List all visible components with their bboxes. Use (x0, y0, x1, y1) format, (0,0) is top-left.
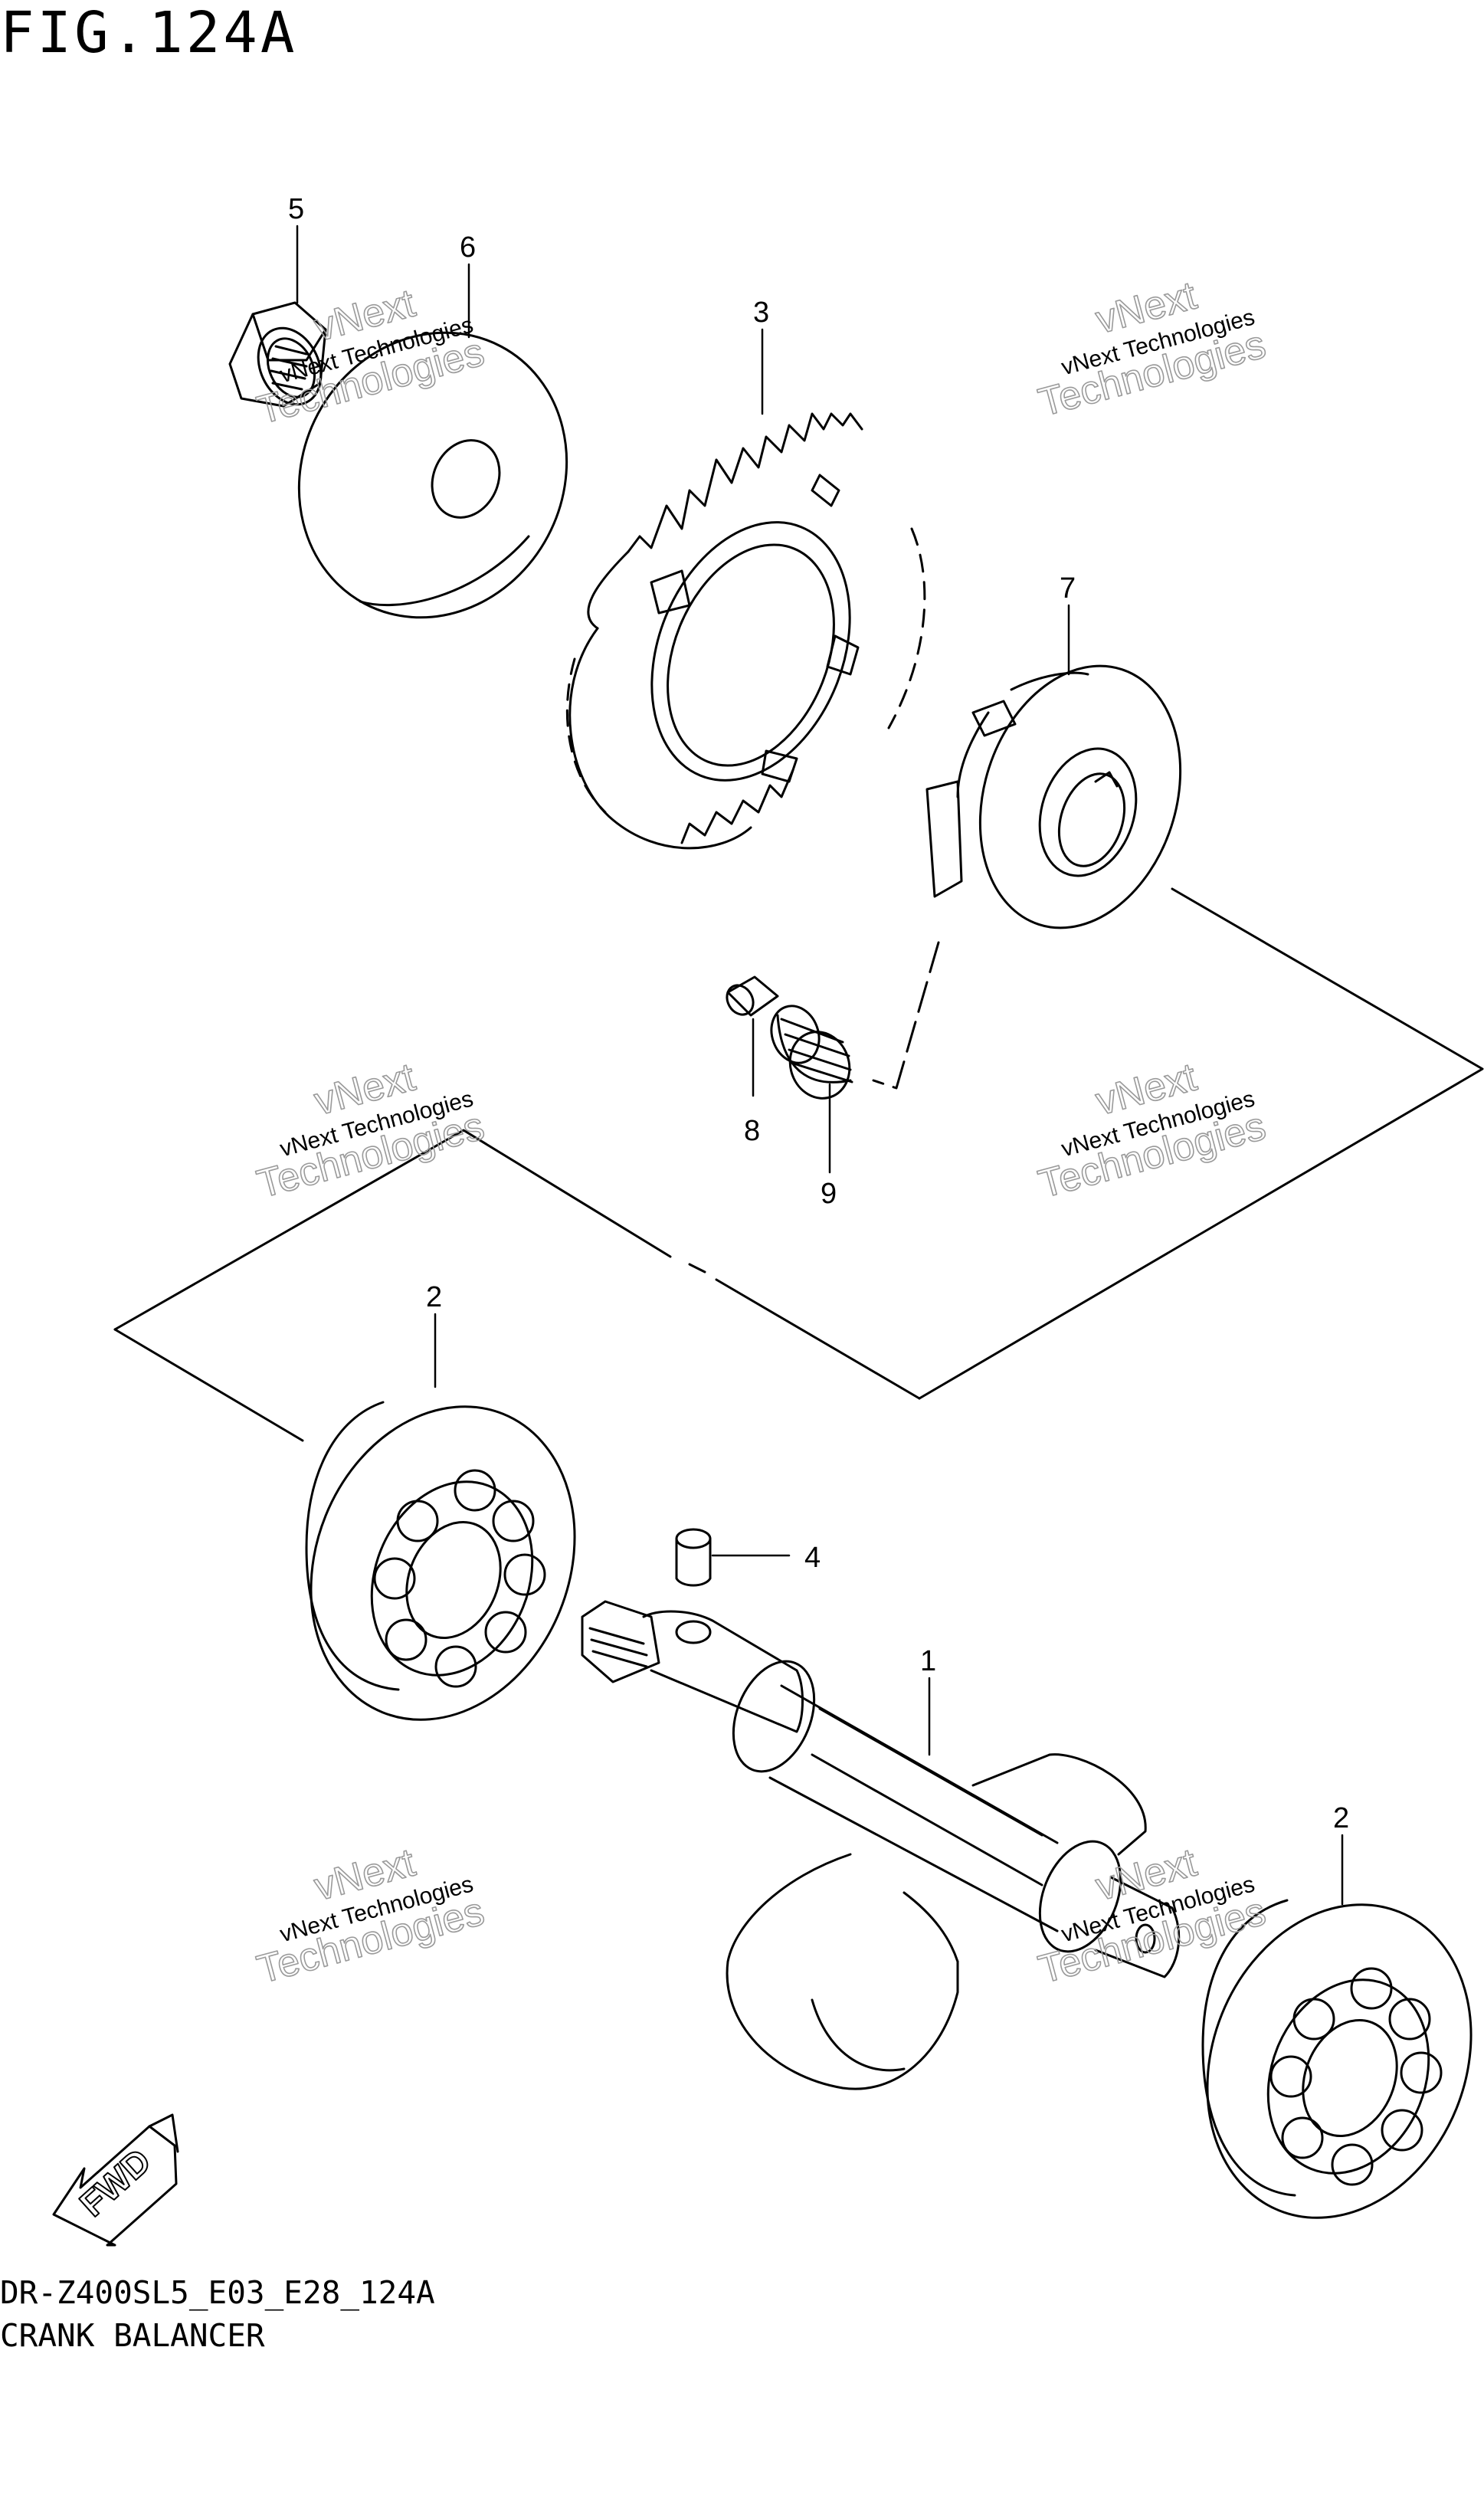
watermark-6: vNext vNext Technologies Technologies (1034, 1840, 1271, 1993)
part-7-damper-hub[interactable] (927, 640, 1213, 954)
callout-1: 1 (920, 1645, 936, 1677)
callout-2-right: 2 (1333, 1802, 1349, 1834)
watermark-4: vNext vNext Technologies Technologies (1034, 1054, 1271, 1208)
watermark-5: vNext vNext Technologies Technologies (252, 1840, 490, 1993)
assembly-guide-lines (115, 889, 1482, 1441)
part-8-pin[interactable] (722, 977, 778, 1019)
callout-4: 4 (804, 1542, 821, 1574)
part-1-balancer-shaft[interactable] (582, 1601, 1179, 2089)
model-code: DR-Z400SL5_E03_E28_124A (0, 2274, 435, 2311)
section-name: CRANK BALANCER (0, 2317, 265, 2354)
part-6-washer[interactable] (250, 285, 617, 664)
fwd-arrow-icon: FWD (54, 2115, 178, 2245)
callout-5: 5 (288, 193, 304, 225)
callout-6: 6 (460, 231, 476, 264)
part-4-dowel[interactable] (676, 1529, 710, 1585)
callout-3: 3 (753, 297, 769, 329)
part-3-drive-gear[interactable] (567, 414, 925, 848)
callout-2: 2 (426, 1281, 442, 1313)
callout-8: 8 (744, 1115, 760, 1147)
watermark-3: vNext vNext Technologies Technologies (252, 1054, 490, 1208)
part-2-bearing-right[interactable] (1161, 1864, 1484, 2257)
leader-lines (297, 226, 1342, 1904)
part-2-bearing-left[interactable] (265, 1366, 620, 1759)
part-9-spring[interactable] (764, 999, 859, 1106)
callout-9: 9 (821, 1178, 837, 1210)
callout-7: 7 (1060, 572, 1076, 605)
watermark-1: vNext vNext Technologies Technologies (252, 280, 490, 434)
callout-numbers: 5 6 3 7 8 9 2 4 1 2 (288, 193, 1349, 1834)
part-5-nut[interactable] (230, 303, 333, 415)
watermark-2: vNext vNext Technologies Technologies (1034, 273, 1271, 426)
figure-title: FIG.124A (0, 0, 298, 66)
